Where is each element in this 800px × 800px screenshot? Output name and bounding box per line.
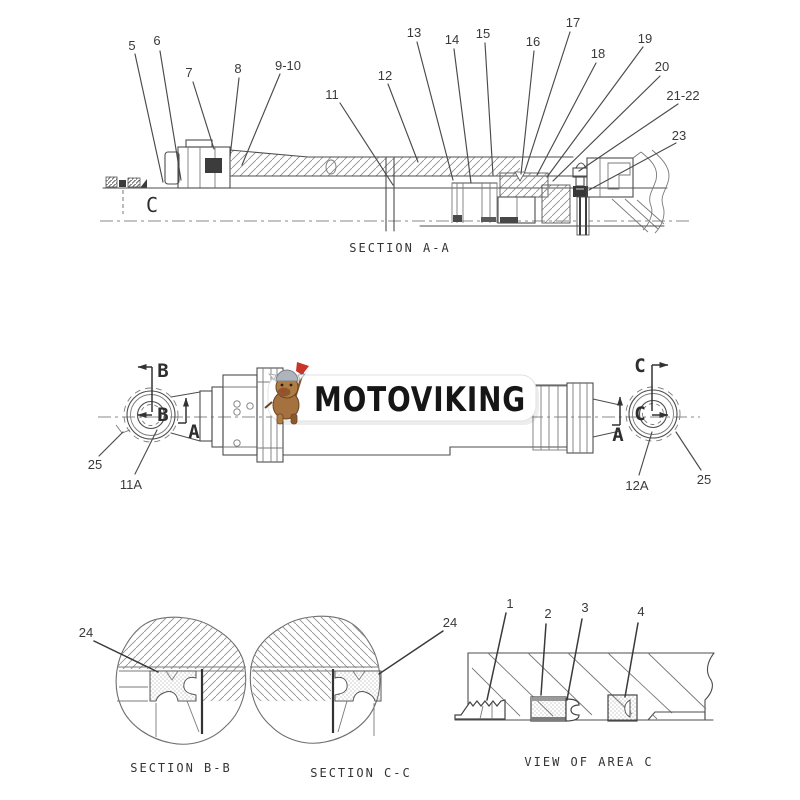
viking-dog-mascot-icon xyxy=(264,362,309,425)
sparse-hatch xyxy=(471,652,707,717)
section-aa-view: C 5 6 7 8 9-10 11 xyxy=(100,15,700,255)
section-c-label-top: C xyxy=(634,355,645,377)
axe-blade xyxy=(296,362,309,375)
callout-11: 11 xyxy=(325,87,339,102)
callout-6: 6 xyxy=(153,33,160,48)
callout-5: 5 xyxy=(128,38,135,53)
callout-20: 20 xyxy=(655,59,669,74)
callout-21-22: 21-22 xyxy=(666,88,699,103)
area-c-seals xyxy=(105,176,147,188)
end-cap-block xyxy=(419,149,670,234)
view-a-marker-left: A xyxy=(178,397,200,443)
section-cc-view: 24 SECTION C-C xyxy=(249,615,457,780)
callout-14: 14 xyxy=(445,32,459,47)
callout-8: 8 xyxy=(234,61,241,76)
callout-25-left: 25 xyxy=(88,457,102,472)
callout-3: 3 xyxy=(581,600,588,615)
area-c-label: C xyxy=(146,193,158,217)
piston-assembly xyxy=(451,171,571,224)
callout-24-right: 24 xyxy=(443,615,457,630)
view-a-label-right: A xyxy=(612,424,624,446)
section-c-marker: C C xyxy=(634,355,669,425)
callout-11a: 11A xyxy=(120,477,142,492)
callout-18: 18 xyxy=(591,46,605,61)
u-cup-seal xyxy=(565,698,580,722)
seal-cross-section xyxy=(334,670,382,702)
callout-9-10: 9-10 xyxy=(275,58,301,73)
break-line xyxy=(640,151,658,231)
callout-15: 15 xyxy=(476,26,490,41)
brand-watermark: MOTOVIKING xyxy=(264,362,539,425)
wiper-seal xyxy=(454,699,506,720)
view-c-leaders: 1 2 3 4 xyxy=(486,596,645,701)
view-a-marker-right: A xyxy=(612,396,624,446)
callout-25-right: 25 xyxy=(697,472,711,487)
section-b-marker: B B xyxy=(137,360,169,426)
ring-seal xyxy=(607,694,638,722)
callout-23: 23 xyxy=(672,128,686,143)
callout-13: 13 xyxy=(407,25,421,40)
callout-7: 7 xyxy=(185,65,192,80)
callout-4: 4 xyxy=(637,604,644,619)
brand-text: MOTOVIKING xyxy=(314,380,526,420)
callout-1: 1 xyxy=(506,596,513,611)
cylinder-tube-wall xyxy=(229,149,588,177)
section-aa-title: SECTION A-A xyxy=(349,241,450,255)
break-edge xyxy=(704,652,715,720)
viking-helmet xyxy=(275,369,299,382)
callout-12: 12 xyxy=(378,68,392,83)
callout-24-left: 24 xyxy=(79,625,93,640)
callout-2: 2 xyxy=(544,606,551,621)
callout-19: 19 xyxy=(638,31,652,46)
port-hole xyxy=(325,159,337,175)
section-aa-callout-labels: 5 6 7 8 9-10 11 12 13 14 15 16 17 18 19 … xyxy=(128,15,699,143)
right-eye xyxy=(625,386,681,442)
view-a-label-left: A xyxy=(188,421,200,443)
ring-seal-bore xyxy=(624,699,631,718)
view-area-c: 1 2 3 4 VIEW OF AREA C xyxy=(454,596,715,769)
seal-cross-section xyxy=(149,670,197,702)
brand-pill xyxy=(267,374,537,422)
section-c-label-bottom: C xyxy=(634,403,645,425)
view-area-c-title: VIEW OF AREA C xyxy=(524,755,653,769)
section-b-label-top: B xyxy=(157,360,168,382)
section-bb-title: SECTION B-B xyxy=(130,761,231,775)
section-b-label-bottom: B xyxy=(157,404,168,426)
assembly-leaders: 25 11A 12A 25 xyxy=(88,429,711,493)
callout-16: 16 xyxy=(526,34,540,49)
cylinder-assembly-view: B B A xyxy=(88,355,711,493)
section-aa-leaders xyxy=(134,31,679,191)
callout-17: 17 xyxy=(566,15,580,30)
section-cc-title: SECTION C-C xyxy=(310,766,411,780)
retainer-bolt xyxy=(205,158,222,173)
callout-12a: 12A xyxy=(625,478,648,493)
section-bb-view: 24 SECTION B-B xyxy=(79,616,247,775)
head-gland-assembly xyxy=(164,139,231,189)
